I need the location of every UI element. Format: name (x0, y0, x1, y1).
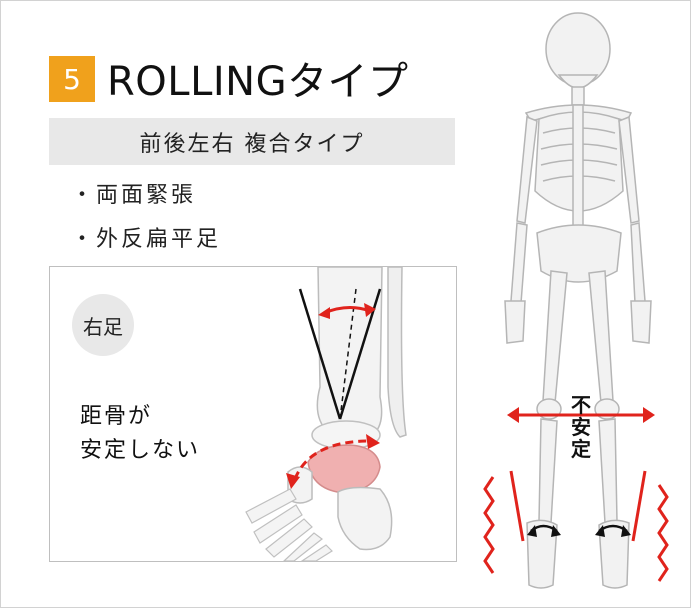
foot-side-label: 右足 (72, 294, 134, 356)
bullet-item: ・外反扁平足 (71, 227, 222, 252)
panel-description: 距骨が 安定しない (80, 400, 200, 468)
unstable-char: 不 (571, 393, 591, 417)
ankle-illustration-panel: 右足 距骨が 安定しない (49, 266, 457, 562)
unstable-label: 不 安 定 (569, 394, 593, 460)
center-axis-line (339, 288, 357, 420)
panel-line: 安定しない (80, 438, 201, 463)
type-number-badge: 5 (49, 56, 95, 102)
talus-rotation-arrow (293, 439, 371, 480)
leg-axis-line (298, 288, 342, 420)
panel-line: 距骨が (80, 404, 153, 429)
talus-bone (307, 444, 381, 494)
subtitle-bar: 前後左右 複合タイプ (49, 118, 455, 165)
unstable-char: 定 (571, 437, 591, 461)
bullet-item: ・両面緊張 (71, 183, 197, 208)
tension-zigzag (657, 484, 669, 582)
ankle-illustration (245, 267, 407, 561)
skeleton-illustration (483, 12, 669, 589)
tension-zigzag (483, 476, 495, 574)
page-title: ROLLINGタイプ (107, 59, 409, 105)
unstable-char: 安 (571, 415, 591, 439)
